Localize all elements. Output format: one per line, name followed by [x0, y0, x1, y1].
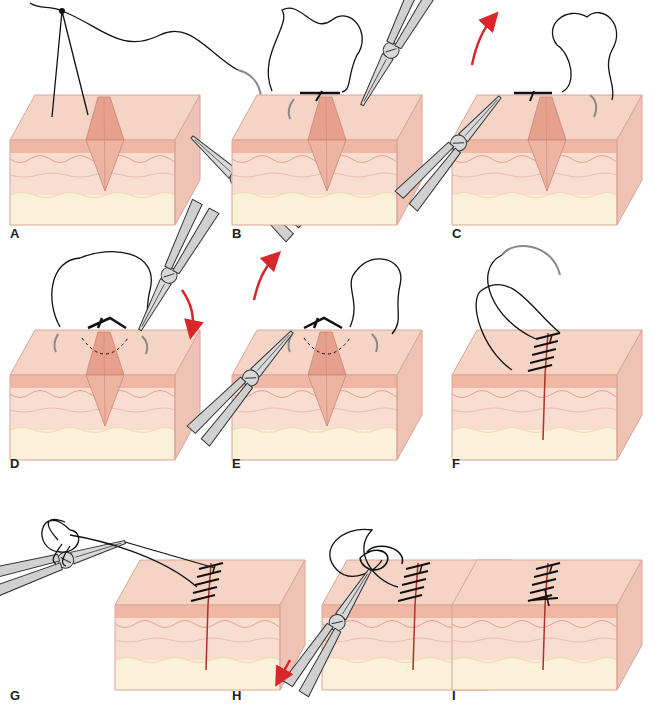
panel-letter: F — [452, 456, 460, 471]
panel-letter: G — [10, 688, 20, 703]
panel-letter: B — [232, 226, 241, 241]
panel-letter: D — [10, 456, 19, 471]
panel-letter: C — [452, 226, 461, 241]
panel-letter: A — [10, 226, 19, 241]
panel-letter: H — [232, 688, 241, 703]
panel-letter: I — [452, 688, 456, 703]
panel-letter: E — [232, 456, 241, 471]
